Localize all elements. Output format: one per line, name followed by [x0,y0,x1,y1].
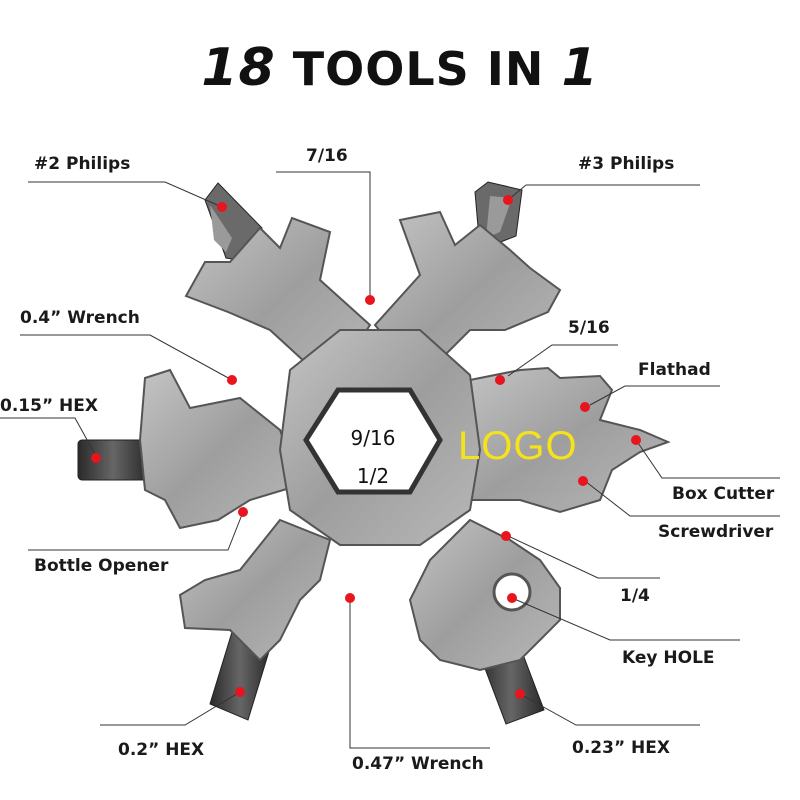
label-wrench-04: 0.4” Wrench [20,308,140,328]
marker-key-hole [507,593,517,603]
marker-hex-02 [235,687,245,697]
label-screwdriver: Screwdriver [658,522,774,542]
label-philips-3: #3 Philips [578,154,675,174]
label-wrench-047: 0.47” Wrench [352,754,484,774]
label-7-16: 7/16 [306,146,348,166]
markers [91,195,641,699]
hex-bit-left [77,439,149,481]
snowflake-body [138,210,671,672]
marker-screwdriver [578,476,588,486]
title-number-left: 18 [201,38,276,98]
marker-5-16 [495,375,505,385]
label-bottle-opener: Bottle Opener [34,556,169,576]
marker-philips2 [217,202,227,212]
page-title: 18 TOOLS IN 1 [0,38,800,98]
label-flathad: Flathad [638,360,711,380]
label-philips-2: #2 Philips [34,154,131,174]
label-hex-015: 0.15” HEX [0,396,98,416]
marker-philips3 [503,195,513,205]
center-size-top: 9/16 [350,426,396,450]
marker-wrench-04 [227,375,237,385]
logo-text: LOGO [458,424,578,468]
marker-hex-023 [515,689,525,699]
title-text: TOOLS IN [292,42,545,96]
label-1-4: 1/4 [620,586,650,606]
center-size-bottom: 1/2 [356,464,390,488]
label-hex-023: 0.23” HEX [572,738,670,758]
leader-lines [0,171,780,749]
label-box-cutter: Box Cutter [672,484,775,504]
label-key-hole: Key HOLE [622,648,715,668]
marker-1-4 [501,531,511,541]
marker-7-16 [365,295,375,305]
marker-box-cutter [631,435,641,445]
label-5-16: 5/16 [568,318,610,338]
marker-bottle-opener [238,507,248,517]
title-number-right: 1 [561,38,599,98]
label-hex-02: 0.2” HEX [118,740,205,760]
marker-center [345,593,355,603]
marker-hex-015 [91,453,101,463]
marker-flathad [580,402,590,412]
